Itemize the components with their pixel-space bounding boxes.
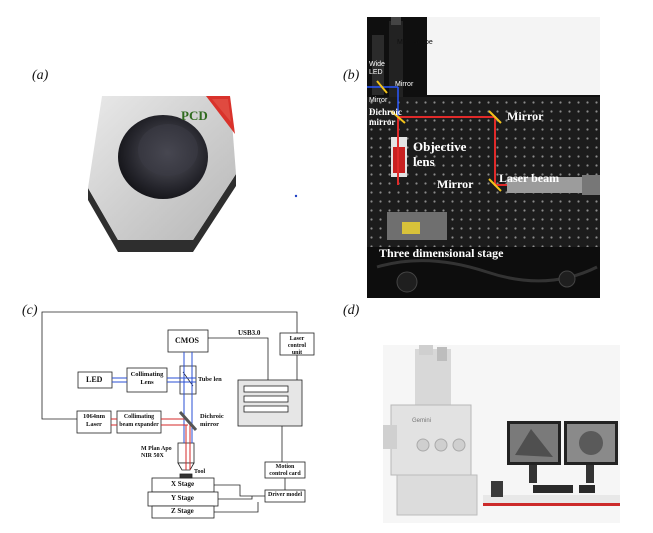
panel-c-label: (c) [22, 303, 38, 318]
pcd-label: PCD [181, 108, 208, 123]
panel-b-label: (b) [343, 68, 360, 83]
sem-photo [383, 345, 620, 523]
dichroic-label: Dichroic mirror [200, 413, 224, 428]
label-mirror-mid: Mirror [437, 177, 474, 191]
label-stage: Three dimensional stage [379, 246, 504, 260]
driver-label: Driver model [268, 492, 303, 498]
objective-label: M Plan Apo NIR 50X [141, 446, 172, 459]
collimating-lens-label: Collimating Lens [130, 371, 164, 386]
label-dichroic: Dichroic mirror [369, 107, 402, 127]
gemini-label: Gemini [412, 418, 432, 424]
insert-side [88, 174, 236, 252]
stray-dot [294, 194, 298, 198]
label-mirror-small-top: Mirror [395, 81, 414, 88]
led-label: LED [86, 375, 103, 384]
laser-label: 1064nm Laser [82, 413, 106, 428]
panel-b-photo: Wide LED Microscope Mirror Mirror Dichro… [367, 17, 600, 298]
z-stage-label: Z Stage [171, 507, 194, 515]
panel-d-label: (d) [343, 303, 360, 318]
label-mirror-small-left: Mirror [369, 97, 388, 104]
beam-expander-label: Collimating beam expander [119, 414, 159, 428]
optical-bench-photo [367, 17, 600, 298]
label-wide-led: Wide LED [369, 61, 385, 76]
motion-card-label: Motion control card [269, 464, 301, 477]
cmos-label: CMOS [175, 336, 199, 345]
label-mirror-top-right: Mirror [507, 109, 544, 123]
label-laser-beam: Laser beam [499, 171, 560, 185]
panel-a-label: (a) [32, 68, 49, 83]
tool-label: Tool [194, 469, 206, 475]
laser-control-label: Laser control unit [287, 336, 307, 356]
tube-lens-label: Tube len [198, 376, 222, 383]
label-microscope: Microscope [397, 39, 433, 46]
panel-d-photo: Gemini [383, 345, 620, 523]
usb-label: USB3.0 [238, 329, 261, 337]
label-objective: Objective lens [413, 139, 467, 169]
x-stage-label: X Stage [171, 480, 195, 488]
y-stage-label: Y Stage [171, 494, 194, 502]
